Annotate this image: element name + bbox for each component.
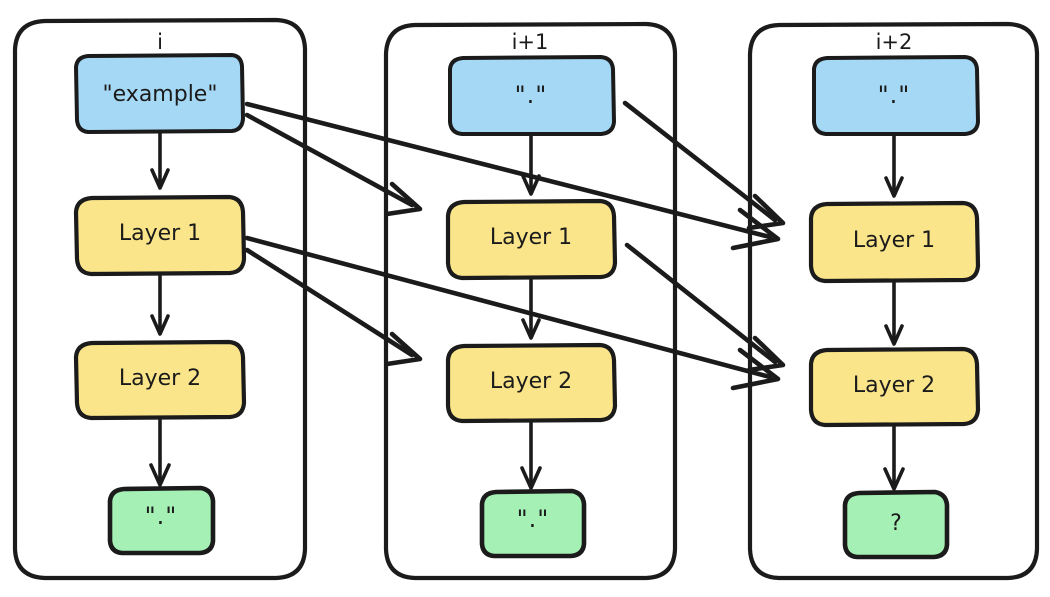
edge-i1-l1-to-i2-l2: [624, 242, 786, 373]
node-i-input-label: "example": [103, 82, 218, 107]
node-i2-l1[interactable]: Layer 1: [808, 200, 981, 284]
panel-title-i: i: [157, 30, 163, 54]
node-i-input[interactable]: "example": [73, 52, 246, 135]
edge-i1-input-to-i2-l1: [622, 100, 786, 231]
panel-frame-i2: [747, 21, 1040, 581]
edge-i-l2-to-i-output: [149, 415, 171, 487]
edge-i2-l1-to-i2-l2: [884, 279, 904, 346]
node-i-l2-label: Layer 2: [119, 366, 201, 391]
vertical-edges: [149, 131, 905, 491]
node-i1-output-label: ".": [517, 505, 550, 533]
node-i-l1[interactable]: Layer 1: [73, 194, 247, 277]
node-i1-l2-label: Layer 2: [490, 369, 572, 394]
node-i1-input[interactable]: ".": [448, 54, 617, 136]
node-i2-l2[interactable]: Layer 2: [808, 346, 981, 428]
node-i-output[interactable]: ".": [107, 485, 216, 556]
node-i2-input-label: ".": [878, 81, 911, 109]
node-i-l2[interactable]: Layer 2: [73, 339, 247, 421]
node-i1-l2[interactable]: Layer 2: [445, 342, 618, 424]
node-i1-l1-label: Layer 1: [490, 225, 572, 250]
panel-frame-i: [12, 17, 308, 581]
edge-i-l1-to-i1-l2: [244, 247, 423, 367]
panel-title-i2: i+2: [876, 30, 913, 54]
edge-i-input-to-i1-l1: [244, 112, 423, 217]
edge-i-l1-to-i-l2: [150, 272, 170, 336]
edge-i-l1-to-i2-l2: [244, 235, 781, 391]
edge-i1-l2-to-i1-output: [520, 418, 542, 490]
panel-frame-i1: [383, 21, 678, 581]
panel-title-i1: i+1: [512, 30, 549, 54]
node-i2-input[interactable]: ".": [812, 54, 981, 136]
edge-i2-input-to-i2-l1: [884, 132, 904, 198]
node-i2-l1-label: Layer 1: [853, 228, 935, 253]
node-i-l1-label: Layer 1: [119, 221, 201, 246]
cross-edges: [244, 100, 786, 391]
node-i2-output[interactable]: ?: [842, 489, 950, 560]
node-i-output-label: ".": [145, 502, 178, 530]
node-i2-l2-label: Layer 2: [853, 373, 935, 398]
node-i2-output-label: ?: [890, 511, 902, 536]
node-i1-output[interactable]: ".": [479, 488, 587, 559]
node-i1-input-label: ".": [515, 81, 548, 109]
edge-i1-l1-to-i1-l2: [521, 276, 541, 340]
edge-i2-l2-to-i2-output: [883, 422, 905, 491]
edge-i1-input-to-i1-l1: [521, 132, 541, 196]
edge-i-input-to-i2-l1: [244, 101, 781, 251]
edge-i-input-to-i-l1: [150, 131, 170, 190]
node-i1-l1[interactable]: Layer 1: [445, 198, 618, 281]
